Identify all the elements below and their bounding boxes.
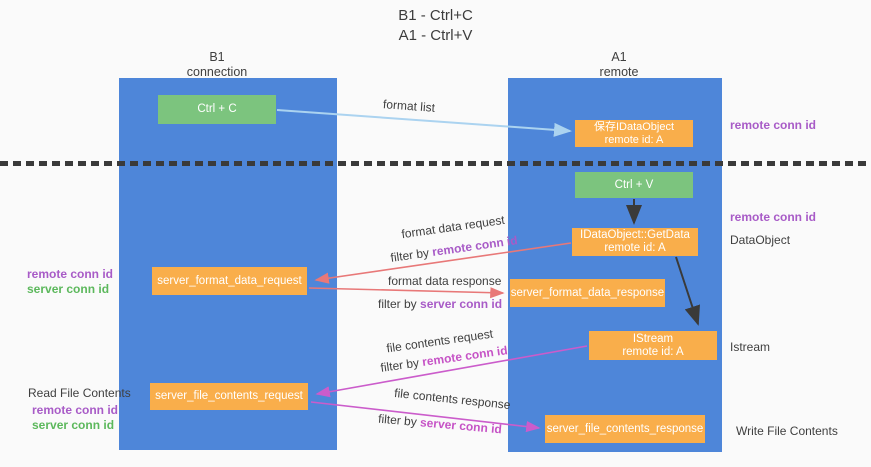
annotation-read-file-contents: Read File Contents (28, 386, 131, 400)
getdata-line2: remote id: A (604, 242, 666, 254)
lane-header-a1: A1 remote (509, 50, 729, 80)
server-file-contents-response-label: server_file_contents_response (546, 422, 704, 435)
server-file-contents-request-label: server_file_contents_request (155, 390, 303, 402)
node-istream: IStream remote id: A (589, 331, 717, 360)
label-format-data-response: format data response (388, 274, 502, 288)
getdata-line1: IDataObject::GetData (580, 229, 690, 241)
remote-conn-id-mid-left: remote conn id (27, 267, 114, 281)
istream-line1: IStream (632, 332, 674, 345)
label-format-list: format list (382, 97, 436, 115)
server-conn-id-mid-left: server conn id (27, 282, 110, 296)
annotation-istream: Istream (730, 340, 771, 354)
label-filter-server-2: filter by server conn id (378, 412, 503, 437)
node-save-idataobject: 保存IDataObject remote id: A (575, 120, 693, 147)
save-idataobject-line1: 保存IDataObject (593, 120, 675, 133)
title-line-1: B1 - Ctrl+C (398, 7, 473, 24)
lane-b1-subtitle: connection (186, 65, 248, 79)
node-server-file-contents-response: server_file_contents_response (545, 415, 705, 443)
dashed-divider (0, 161, 871, 166)
lane-b1-title: B1 (209, 50, 225, 64)
istream-line2: remote id: A (622, 345, 684, 358)
server-format-data-request-label: server_format_data_request (157, 274, 302, 287)
node-idataobject-getdata: IDataObject::GetData remote id: A (572, 228, 698, 256)
remote-conn-id-bottom-left: remote conn id (32, 403, 119, 417)
filter-by-text-1: filter by (389, 245, 430, 265)
save-idataobject-line2: remote id: A (604, 133, 664, 146)
node-ctrl-v: Ctrl + V (575, 172, 693, 198)
server-conn-id-text-2: server conn id (420, 297, 503, 311)
annotation-write-file-contents: Write File Contents (736, 424, 838, 438)
server-conn-id-text-4: server conn id (419, 415, 503, 437)
label-file-contents-response: file contents response (393, 385, 512, 413)
annotation-dataobject: DataObject (730, 233, 791, 247)
ctrl-v-label: Ctrl + V (614, 178, 654, 191)
arrow-format-data-response (308, 287, 505, 299)
lane-a1-title: A1 (611, 50, 627, 64)
annotation-conn-ids-mid-left: remote conn id server conn id (27, 267, 113, 297)
label-filter-server-1: filter by server conn id (378, 297, 502, 311)
remote-conn-id-text-1: remote conn id (431, 233, 519, 259)
annotation-remote-conn-id-mid-right: remote conn id (730, 210, 817, 224)
node-server-file-contents-request: server_file_contents_request (150, 383, 308, 410)
server-format-data-response-label: server_format_data_response (510, 286, 665, 299)
annotation-remote-conn-id-top-right: remote conn id (730, 118, 817, 132)
filter-by-text-3: filter by (379, 355, 420, 375)
node-ctrl-c: Ctrl + C (158, 95, 276, 124)
title-line-2: A1 - Ctrl+V (398, 27, 473, 44)
server-conn-id-bottom-left: server conn id (32, 418, 115, 432)
filter-by-text-2: filter by (378, 297, 417, 311)
node-server-format-data-response: server_format_data_response (510, 279, 665, 307)
lane-header-b1: B1 connection (107, 50, 327, 80)
lane-a1-subtitle: remote (599, 65, 639, 79)
ctrl-c-label: Ctrl + C (197, 103, 237, 115)
annotation-conn-ids-bottom-left: remote conn id server conn id (32, 403, 118, 433)
filter-by-text-4: filter by (377, 411, 418, 429)
node-server-format-data-request: server_format_data_request (152, 267, 307, 295)
diagram-title: B1 - Ctrl+C A1 - Ctrl+V (0, 6, 871, 46)
